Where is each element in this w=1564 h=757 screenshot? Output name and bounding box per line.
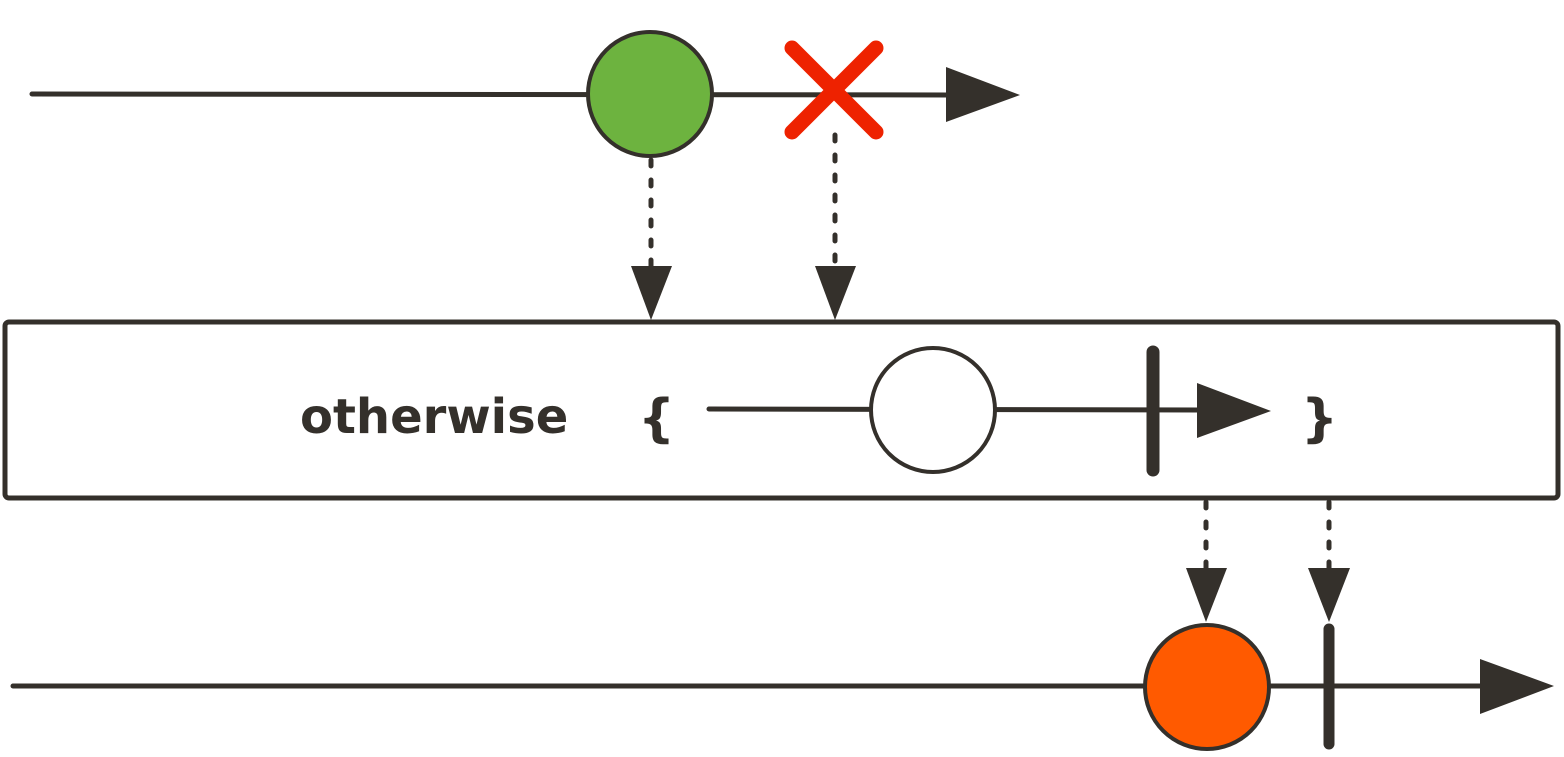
source-timeline-line bbox=[29, 91, 953, 98]
arrowhead-down-item bbox=[631, 266, 672, 320]
inner-item-white bbox=[869, 346, 997, 474]
arrowhead-down-result-item bbox=[1186, 568, 1227, 622]
result-item-orange bbox=[1143, 623, 1271, 751]
error-x-icon bbox=[784, 40, 884, 140]
source-timeline bbox=[29, 30, 1020, 158]
result-timeline bbox=[10, 623, 1554, 751]
operator-to-result-arrows bbox=[1186, 499, 1350, 622]
operator-box: otherwise { } bbox=[2, 319, 1561, 501]
operator-open-brace: { bbox=[638, 389, 675, 449]
source-to-operator-arrows bbox=[631, 132, 856, 320]
operator-close-brace: } bbox=[1301, 389, 1338, 449]
inner-timeline-arrowhead bbox=[1197, 383, 1271, 438]
operator-name: otherwise bbox=[300, 389, 568, 445]
arrowhead-down-error bbox=[815, 266, 856, 320]
arrowhead-down-result-completion bbox=[1308, 568, 1350, 622]
source-timeline-arrowhead bbox=[946, 67, 1020, 122]
source-item-green bbox=[586, 30, 714, 158]
result-timeline-arrowhead bbox=[1480, 659, 1554, 714]
